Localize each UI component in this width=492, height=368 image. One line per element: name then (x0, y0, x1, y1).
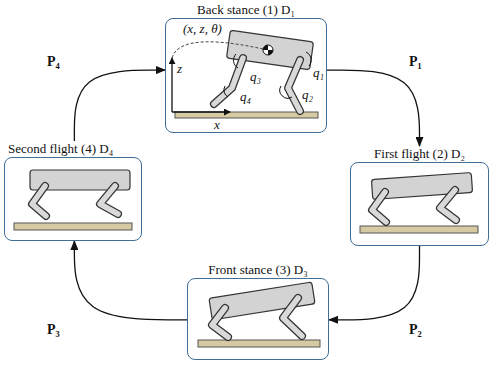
transition-label: P₄ (46, 54, 61, 69)
symbol-label: q₂ (302, 88, 313, 101)
symbol-label: (x, z, θ) (183, 22, 222, 35)
transition-arrow (74, 70, 165, 141)
transition-label: P₃ (46, 322, 61, 337)
transition-label: P₁ (408, 54, 423, 69)
com-symbol (263, 45, 273, 55)
joint-arc (224, 52, 311, 98)
symbol-label: x (214, 118, 220, 131)
state-frame (4, 157, 142, 241)
state-box: Front stance (3) D₃ (187, 262, 329, 360)
symbol-label: q₄ (240, 90, 251, 103)
robot-body (30, 30, 473, 320)
robot-leg-fill (32, 58, 456, 337)
state-title: Back stance (1) D₁ (197, 2, 295, 18)
symbol-label: z (177, 62, 182, 75)
state-frame (187, 278, 329, 360)
transition-arrow (327, 70, 420, 146)
state-frame (165, 18, 327, 133)
transition-arrow (74, 241, 187, 320)
state-frame (350, 162, 489, 246)
state-box: First flight (2) D₂ (350, 146, 489, 246)
robot-leg (32, 58, 456, 337)
transition-label: P₂ (408, 322, 423, 337)
state-title: First flight (2) D₂ (374, 146, 465, 162)
state-box: Second flight (4) D₄ (4, 141, 142, 241)
symbol-label: q₃ (250, 70, 261, 83)
state-title: Front stance (3) D₃ (208, 262, 307, 278)
state-title: Second flight (4) D₄ (4, 141, 113, 157)
trajectory (172, 42, 263, 58)
axis (172, 58, 230, 112)
symbol-label: q₁ (313, 66, 324, 79)
transition-arrow (329, 246, 420, 320)
